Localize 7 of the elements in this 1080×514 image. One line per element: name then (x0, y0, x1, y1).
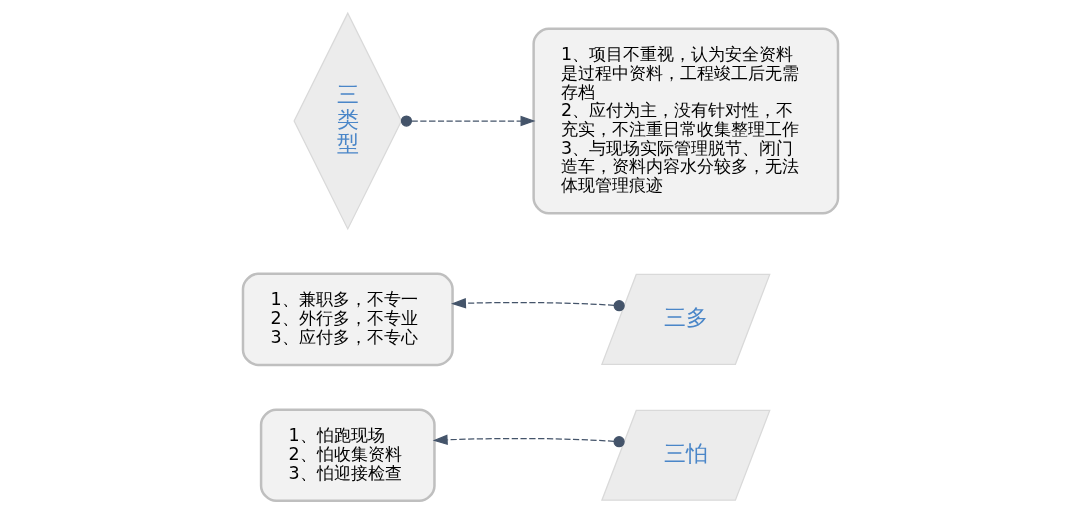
node-box: 1、项目不重视，认为安全资料是过程中资料，工程竣工后无需存档 2、应付为主，没有针对性，不充实，不注重日常收集整理工作 3、与现场实际管理脱节、闭门造车，资料内容水分较多，无法体现管理痕迹 (531, 27, 839, 215)
node-diamond: 三类型 (292, 11, 402, 231)
node-box: 1、怕跑现场 2、怕收集资料 3、怕迎接检查 (259, 408, 436, 503)
arrow (432, 434, 625, 448)
arrow (450, 298, 625, 312)
arrow (400, 115, 535, 127)
node-box: 1、兼职多，不专一 2、外行多，不专业 3、应付多，不专心 (241, 272, 454, 367)
